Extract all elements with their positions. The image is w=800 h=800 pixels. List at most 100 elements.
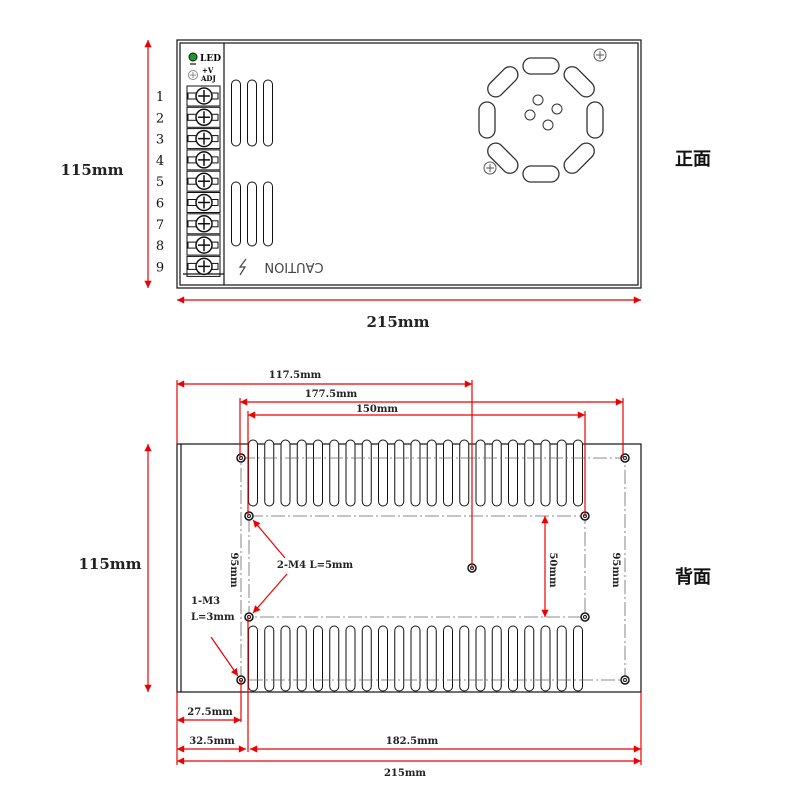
back-height-label: 115mm bbox=[78, 555, 141, 573]
extension-lines bbox=[176, 617, 642, 765]
terminal-cell bbox=[186, 192, 221, 213]
m4-arrow bbox=[252, 573, 288, 614]
vent-slot bbox=[313, 439, 323, 507]
fan-slot bbox=[563, 66, 595, 98]
vent-slot bbox=[263, 181, 273, 247]
inner-mounting-centerline bbox=[248, 515, 586, 618]
vent-slot bbox=[313, 625, 323, 692]
vent-slot bbox=[573, 625, 583, 692]
fan-slot bbox=[487, 66, 519, 98]
caution-mark: CAUTION bbox=[264, 259, 323, 274]
vent-slot bbox=[556, 439, 567, 507]
vent-slot bbox=[361, 439, 372, 507]
terminal-number: 8 bbox=[156, 239, 164, 254]
fan-slot bbox=[487, 142, 519, 174]
vent-slot bbox=[410, 625, 421, 692]
vent-slot bbox=[573, 439, 583, 507]
screw-cross bbox=[198, 111, 210, 124]
fan-hole bbox=[524, 109, 536, 121]
fan-hole bbox=[551, 103, 563, 115]
lightning-icon bbox=[238, 258, 247, 276]
vent-slot bbox=[247, 181, 257, 247]
dim-182-5-label: 182.5mm bbox=[386, 736, 439, 747]
terminal-cell bbox=[186, 106, 221, 128]
vent-slot bbox=[394, 625, 405, 692]
dim-177-5-label: 177.5mm bbox=[305, 389, 358, 400]
front-height-label: 115mm bbox=[60, 161, 123, 179]
terminal-number: 7 bbox=[156, 218, 164, 233]
vent-slot bbox=[345, 625, 356, 692]
vent-slot bbox=[540, 439, 551, 507]
vent-slot bbox=[378, 625, 388, 692]
back-outline bbox=[176, 443, 642, 693]
vent-slot bbox=[248, 625, 258, 692]
terminal-number: 1 bbox=[156, 90, 164, 105]
dim-27-5-label: 27.5mm bbox=[187, 707, 233, 718]
screw-cross bbox=[198, 260, 210, 273]
vent-slot bbox=[459, 439, 470, 507]
vent-slot bbox=[540, 625, 551, 692]
adj-potentiometer-icon bbox=[188, 70, 198, 80]
dim-150-label: 150mm bbox=[356, 404, 398, 415]
screw-cross bbox=[198, 132, 210, 145]
mounting-hole-icon bbox=[620, 453, 630, 463]
dim-50-label: 50mm bbox=[547, 552, 558, 587]
terminal-screw bbox=[186, 85, 221, 107]
vent-slot bbox=[556, 625, 567, 692]
vent-slot bbox=[426, 439, 437, 507]
vent-slot bbox=[329, 439, 340, 507]
terminal-number: 4 bbox=[156, 154, 164, 169]
front-width-label: 215mm bbox=[366, 313, 429, 331]
terminal-screw bbox=[186, 149, 221, 171]
vent-slot bbox=[491, 625, 502, 692]
front-inner-outline bbox=[179, 42, 639, 286]
screw-cross bbox=[198, 90, 210, 102]
adj-label-v: +V bbox=[202, 66, 214, 75]
m4-arrow bbox=[252, 519, 286, 559]
vent-slot bbox=[443, 625, 453, 692]
screw-cross bbox=[198, 239, 210, 252]
screw-icon bbox=[593, 48, 607, 62]
terminal-number: 2 bbox=[156, 111, 164, 126]
hole-outer bbox=[620, 453, 630, 463]
vent-slot bbox=[296, 439, 307, 507]
terminal-cell bbox=[186, 128, 221, 150]
led-label: LED bbox=[200, 54, 221, 64]
m4-callout-label: 2-M4 L=5mm bbox=[277, 560, 354, 571]
terminal-cell bbox=[186, 149, 221, 171]
hole-outer bbox=[580, 612, 590, 622]
terminal-cell bbox=[186, 213, 221, 235]
terminal-number: 5 bbox=[156, 175, 164, 190]
vent-slot bbox=[378, 439, 388, 507]
terminal-cell bbox=[186, 170, 221, 192]
terminal-number: 9 bbox=[156, 260, 164, 275]
front-vents bbox=[231, 79, 273, 247]
vent-slot bbox=[361, 625, 372, 692]
terminal-screw bbox=[186, 192, 221, 213]
mounting-hole-icon bbox=[244, 612, 254, 622]
screw-cross bbox=[198, 196, 210, 209]
fan-hole bbox=[532, 94, 544, 106]
back-vents bbox=[248, 439, 583, 692]
vent-slot bbox=[524, 625, 535, 692]
front-outline bbox=[176, 39, 642, 289]
vent-slot bbox=[280, 439, 291, 507]
dim-95-left-label: 95mm bbox=[228, 552, 239, 587]
vent-slot bbox=[508, 439, 518, 507]
led-icon bbox=[188, 52, 198, 62]
vent-slot bbox=[296, 625, 307, 692]
vent-slot bbox=[263, 79, 273, 147]
terminal-cell bbox=[186, 234, 221, 256]
hole-inner bbox=[623, 678, 627, 682]
hole-outer bbox=[244, 612, 254, 622]
fan-slot bbox=[478, 101, 496, 139]
vent-slot bbox=[491, 439, 502, 507]
m3-length-label: L=3mm bbox=[191, 612, 235, 623]
vent-slot bbox=[426, 625, 437, 692]
fan-slot bbox=[522, 165, 560, 183]
terminal-cell bbox=[186, 255, 221, 277]
extension-lines bbox=[176, 380, 624, 568]
terminal-number: 6 bbox=[156, 197, 164, 212]
